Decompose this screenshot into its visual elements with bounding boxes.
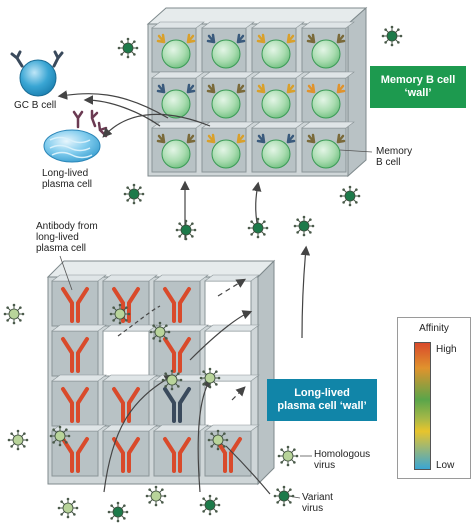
- antibody: [112, 437, 140, 473]
- antibody: [163, 437, 191, 473]
- memory-b-cell-wall: [146, 6, 368, 178]
- homologous-virus-label: Homologous virus: [314, 449, 371, 471]
- antibody: [61, 387, 89, 423]
- memory-b-cell: [251, 71, 305, 123]
- plasma-cell-slot: [102, 424, 158, 477]
- arrows: [57, 90, 311, 495]
- homologous-virus: [57, 497, 79, 519]
- plasma-cell-slot: [204, 274, 260, 327]
- homologous-virus: [149, 321, 171, 343]
- antibody: [163, 337, 191, 373]
- homologous-virus: [207, 429, 229, 451]
- legend-title: Affinity: [419, 323, 449, 334]
- homologous-virus: [7, 429, 29, 451]
- plasma-cell-slot: [153, 274, 209, 327]
- antibody: [163, 287, 191, 323]
- variant-virus: [381, 25, 403, 47]
- memory-b-cell: [251, 121, 305, 173]
- plasma-cell-slot: [204, 374, 260, 427]
- memory-b-cell: [151, 21, 205, 73]
- homologous-virus: [109, 303, 131, 325]
- memory-b-cell-wall-box: Memory B cell ‘wall’: [370, 66, 466, 108]
- variant-virus-label: Variant virus: [302, 492, 333, 514]
- gc-b-cell: [10, 50, 64, 97]
- memory-b-cell: [301, 21, 355, 73]
- label-pointers: [59, 149, 373, 499]
- plasma-cell-wall-box: Long-lived plasma cell ‘wall’: [267, 379, 377, 421]
- memory-b-cell: [201, 21, 255, 73]
- variant-virus: [175, 219, 197, 241]
- homologous-virus: [145, 485, 167, 507]
- legend-high-label: High: [436, 344, 457, 355]
- variant-virus: [247, 217, 269, 239]
- memory-b-cell: [201, 71, 255, 123]
- homologous-virus: [161, 369, 183, 391]
- antibody: [61, 287, 89, 323]
- gc-b-cell-label: GC B cell: [14, 100, 57, 111]
- plasma-cell-slot: [102, 324, 158, 377]
- plasma-cell-slot: [51, 374, 107, 427]
- homologous-virus: [277, 445, 299, 467]
- plasma-cell-slot: [102, 374, 158, 427]
- variant-virus: [107, 501, 129, 523]
- plasma-cell-slot: [51, 324, 107, 377]
- plasma-cell-slot: [51, 274, 107, 327]
- antibody: [61, 337, 89, 373]
- plasma-cell-slot: [204, 424, 260, 477]
- variant-virus: [339, 185, 361, 207]
- variant-virus: [273, 485, 295, 507]
- variant-virus: [123, 183, 145, 205]
- antibody: [163, 387, 191, 423]
- plasma-cell-slot: [102, 274, 158, 327]
- plasma-cell-slot: [153, 324, 209, 377]
- memory-b-cell: [251, 21, 305, 73]
- affinity-color-bar: [414, 342, 431, 470]
- variant-virus: [293, 215, 315, 237]
- antibody: [112, 387, 140, 423]
- affinity-legend: Affinity High Low: [397, 317, 471, 479]
- homologous-virus: [3, 303, 25, 325]
- variant-virus: [199, 494, 221, 516]
- memory-b-cell: [301, 121, 355, 173]
- homologous-virus: [199, 367, 221, 389]
- homologous-virus: [49, 425, 71, 447]
- memory-b-cell: [151, 121, 205, 173]
- plasma-cell-wall: [46, 259, 276, 486]
- plasma-cell-slot: [153, 424, 209, 477]
- long-lived-plasma-cell-label: Long-lived plasma cell: [42, 168, 93, 190]
- variant-virus: [117, 37, 139, 59]
- plasma-cell-slot: [204, 324, 260, 377]
- antibody-from-plasma-cell-label: Antibody from long-lived plasma cell: [36, 221, 98, 254]
- antibody: [61, 437, 89, 473]
- memory-b-cell-label: Memory B cell: [376, 146, 413, 168]
- memory-b-cell: [301, 71, 355, 123]
- memory-b-cell: [201, 121, 255, 173]
- long-lived-plasma-cell: [43, 109, 108, 163]
- legend-low-label: Low: [436, 460, 455, 471]
